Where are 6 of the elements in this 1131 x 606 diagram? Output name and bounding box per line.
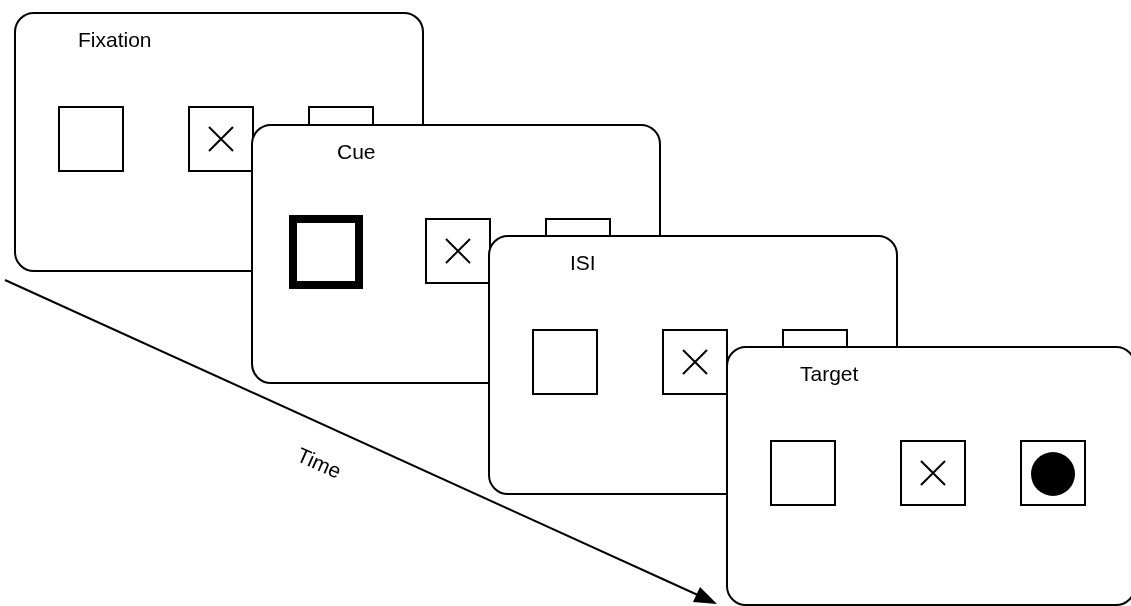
screen-title: Target	[800, 362, 859, 386]
screen-title: Cue	[337, 140, 376, 164]
screen-title: ISI	[570, 251, 596, 275]
stacked-screen-overlay	[726, 346, 1131, 606]
time-label: Time	[293, 443, 345, 484]
screen-title: Fixation	[78, 28, 152, 52]
